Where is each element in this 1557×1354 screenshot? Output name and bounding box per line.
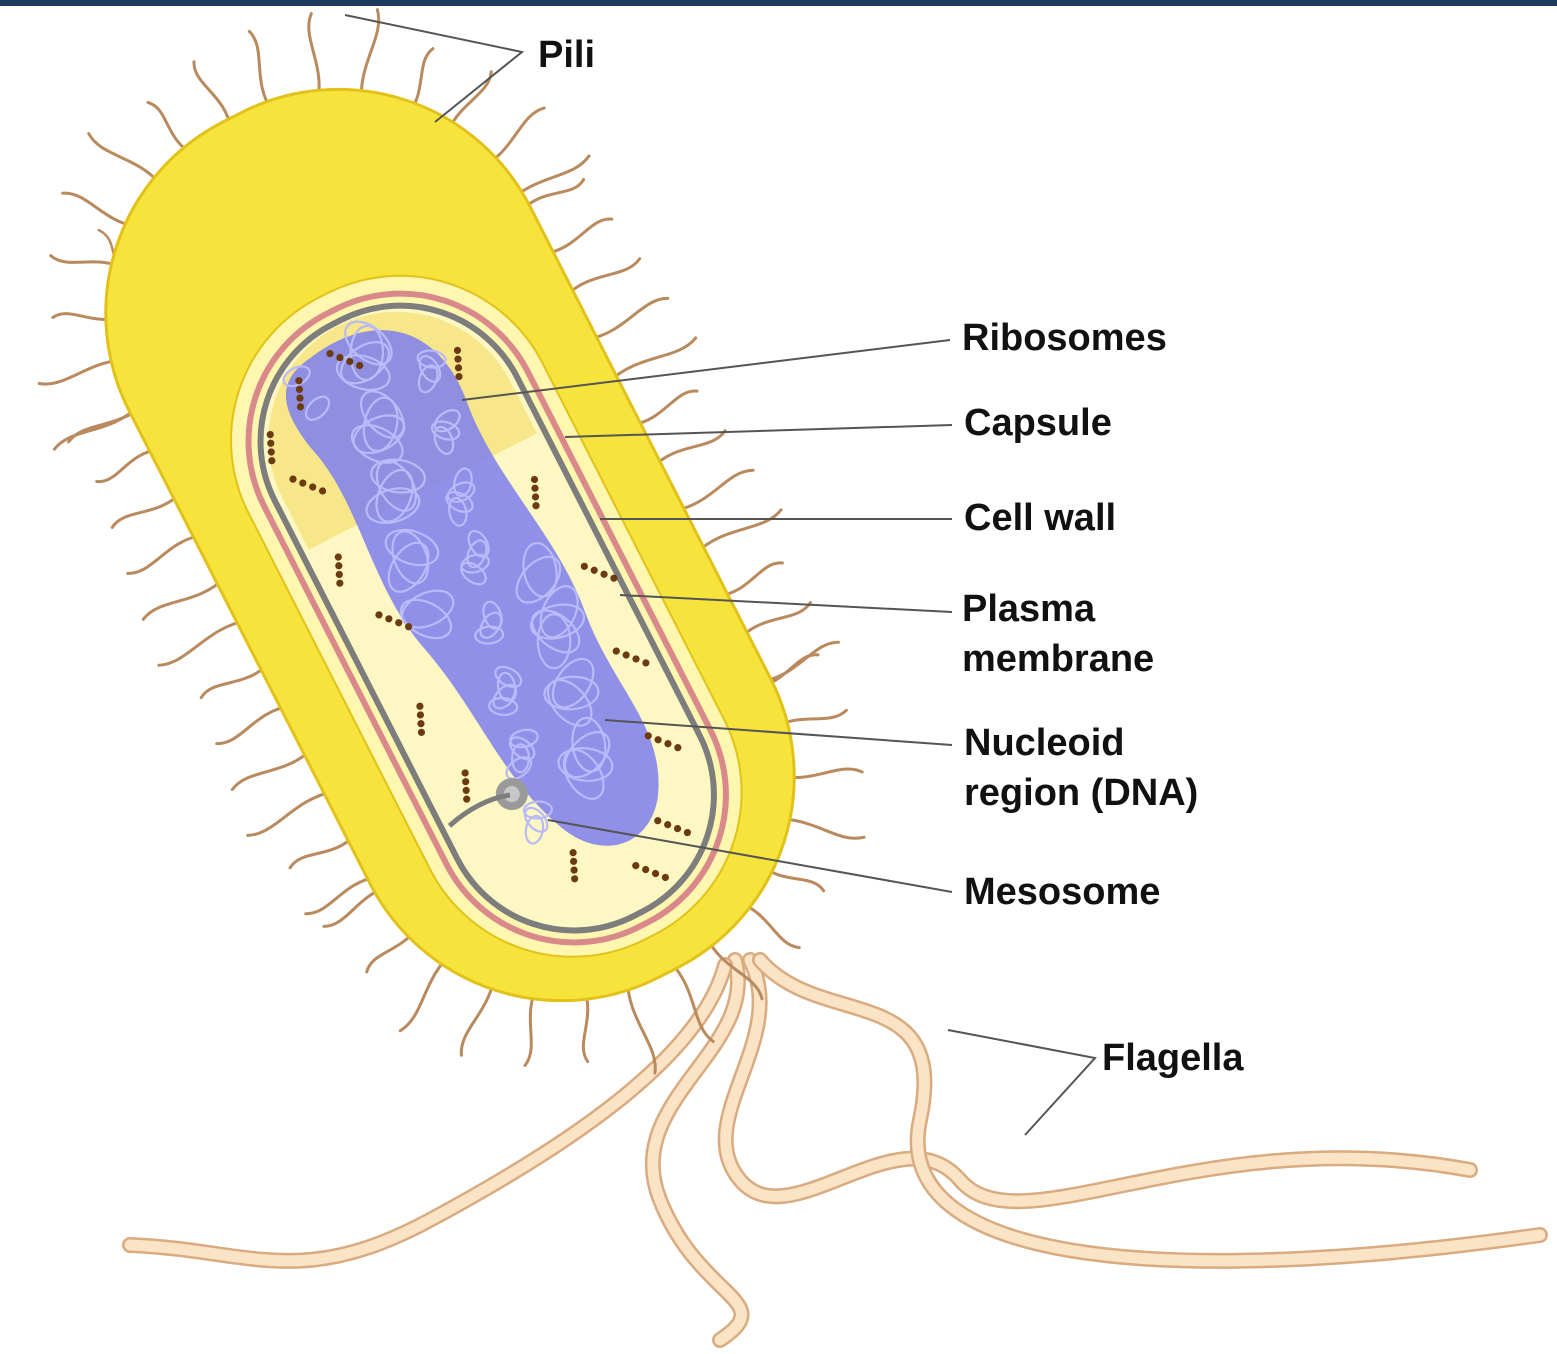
pilus: [143, 578, 225, 620]
pilus: [587, 298, 668, 339]
pilus: [248, 791, 334, 835]
flagella-leader: [948, 1030, 1095, 1135]
label-nucleoid-region: Nucleoid region (DNA): [964, 718, 1198, 818]
pilus: [565, 259, 640, 297]
label-pili: Pili: [538, 30, 595, 80]
pilus: [159, 620, 247, 665]
label-mesosome: Mesosome: [964, 867, 1160, 917]
pilus: [232, 749, 312, 790]
pilus: [112, 492, 182, 527]
pilus: [128, 535, 204, 574]
flagellum-3: [130, 965, 725, 1261]
label-plasma-membrane: Plasma membrane: [962, 584, 1154, 684]
label-cell-wall: Cell wall: [964, 493, 1116, 543]
pilus: [627, 978, 655, 1073]
pilus: [217, 706, 291, 744]
pilus: [306, 877, 378, 914]
flagellum-outline-2: [760, 960, 1540, 1261]
label-flagella: Flagella: [1102, 1033, 1244, 1083]
label-capsule: Capsule: [964, 398, 1112, 448]
cell-body: [32, 15, 869, 1075]
pilus: [739, 603, 810, 639]
pilus: [674, 470, 753, 511]
pilus: [54, 407, 138, 450]
pilus: [696, 510, 782, 554]
pilus: [652, 431, 725, 468]
flagella: [130, 960, 1540, 1340]
label-ribosomes: Ribosomes: [962, 313, 1167, 363]
flagellum-2: [760, 960, 1540, 1261]
pilus: [543, 219, 612, 254]
